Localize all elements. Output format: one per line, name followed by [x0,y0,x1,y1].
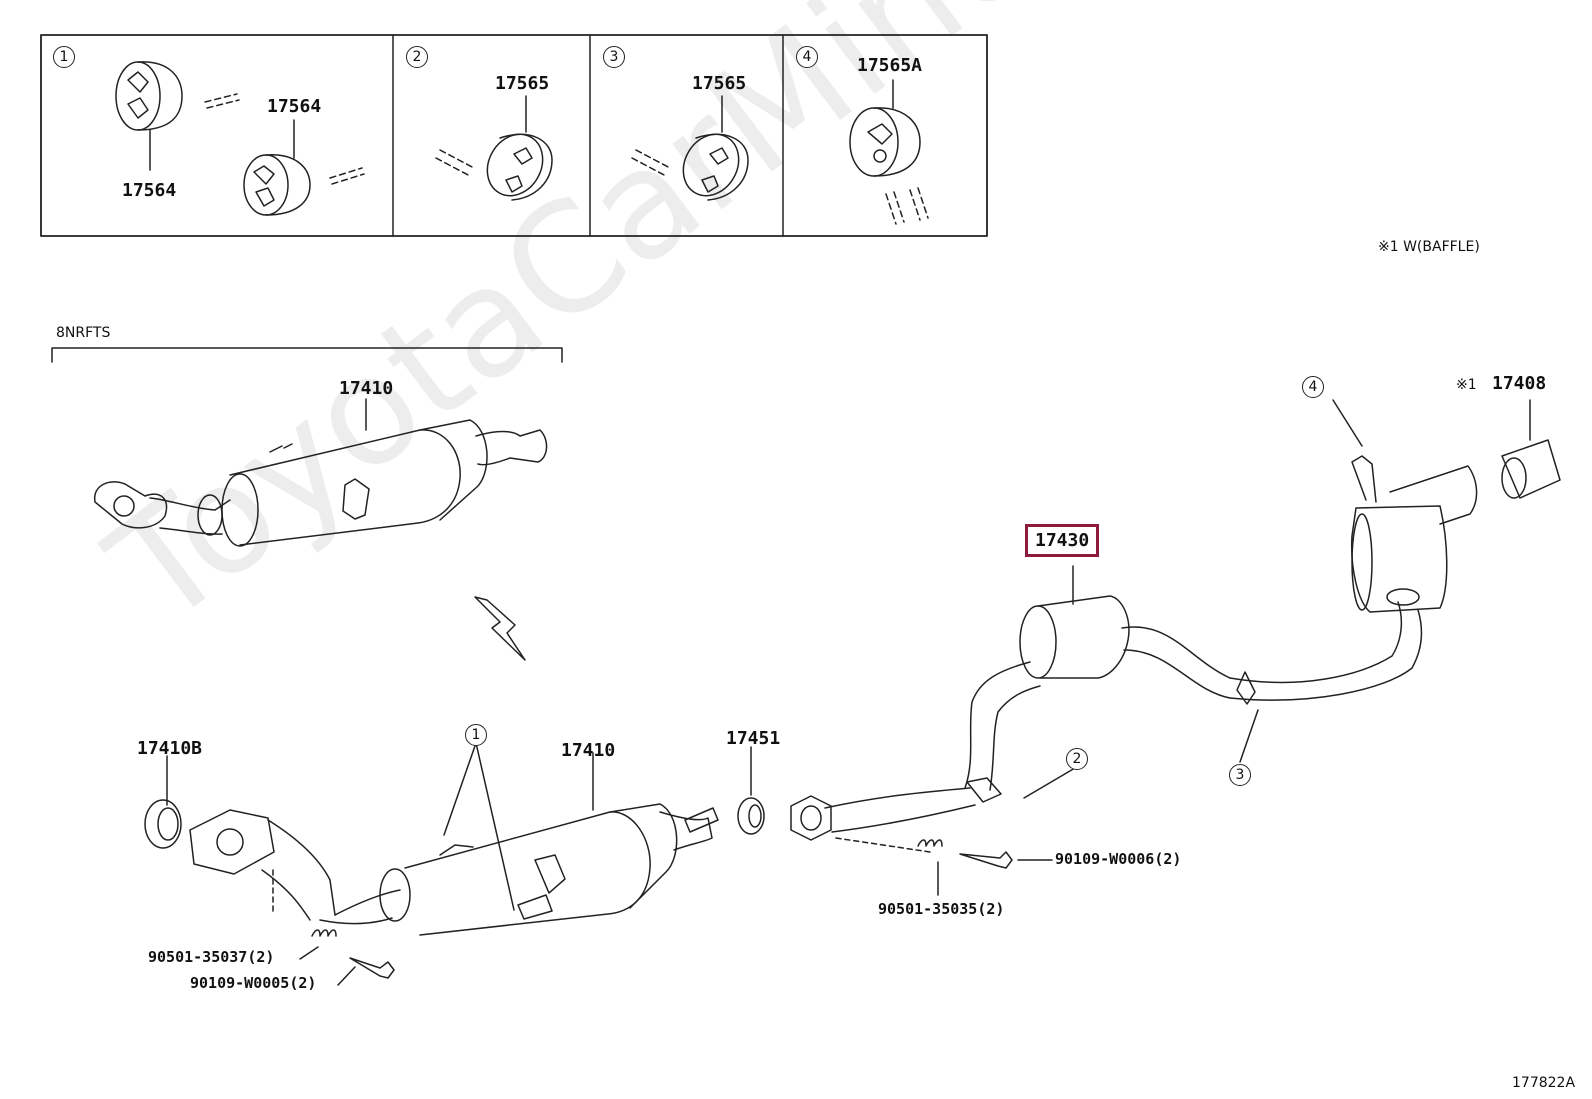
bolt-spring-right [835,837,1053,896]
catalytic-converter-top [94,398,548,547]
diagram-code: 177822A [1512,1075,1576,1091]
part-number: 17565 [495,73,550,94]
part-number: 17565 [692,73,747,94]
direction-arrow [474,596,526,661]
part-number: 17451 [726,728,781,749]
panel-number: 2 [406,46,428,68]
callout-circle: 2 [1066,748,1088,770]
baffle-note: ※1 W(BAFFLE) [1378,239,1480,255]
gasket-17410B [144,755,182,849]
part-number: 90501-35037(2) [148,948,275,966]
hanger-rubber-icon [243,119,365,216]
leader-line [1023,767,1076,799]
part-number: 17565A [857,55,923,76]
part-number: 17410B [137,738,203,759]
callout-circle: 4 [1302,376,1324,398]
note-mark: ※1 [1456,377,1477,393]
variant-label: 8NRFTS [56,325,111,341]
gasket-17451 [737,746,765,835]
bolt-spring-left [272,869,395,986]
part-number: 17410 [339,378,394,399]
tail-baffle [1501,399,1561,499]
callout-circle: 1 [465,724,487,746]
center-exhaust-pipe [790,565,1423,841]
panel-number: 1 [53,46,75,68]
part-number: 90109-W0005(2) [190,974,317,992]
part-number: 17410 [561,740,616,761]
hanger-rubber-icon [849,79,929,225]
hanger-rubber-icon [435,95,553,201]
part-number: 17430 [1035,530,1090,551]
panel-number: 3 [603,46,625,68]
panel-number: 4 [796,46,818,68]
leader-line [1239,709,1259,763]
tail-muffler [1332,399,1478,613]
inset-table [40,34,988,237]
callout-circle: 3 [1229,764,1251,786]
hanger-rubber-icon [115,61,240,171]
variant-bracket [51,347,563,363]
hanger-rubber-icon [631,95,749,201]
part-number: 90501-35035(2) [878,900,1005,918]
highlighted-part[interactable]: 17430 [1025,524,1100,557]
part-number: 17408 [1492,373,1547,394]
part-number: 17564 [267,96,322,117]
part-number: 17564 [122,180,177,201]
part-number: 90109-W0006(2) [1055,850,1182,868]
catalytic-converter [189,742,719,936]
